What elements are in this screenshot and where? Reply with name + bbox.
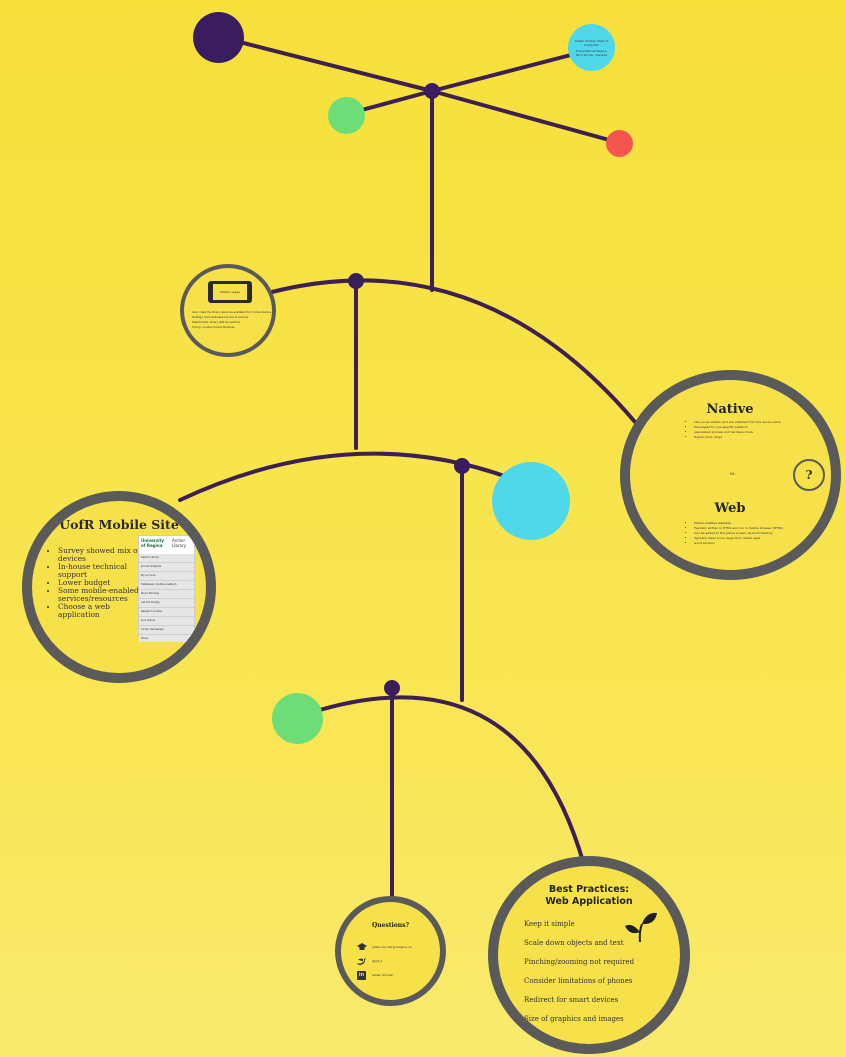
contact-list: gillian.sinclair@uregina.ca @gill_s in G… xyxy=(357,940,433,982)
web-item: Typically lower price range than native … xyxy=(694,536,812,541)
screenshot-menu-item: Room Booking xyxy=(139,590,194,599)
best-practice-item: Keep it simple xyxy=(524,920,575,928)
contact-row: gillian.sinclair@uregina.ca xyxy=(357,940,433,954)
dark-purple-dot[interactable] xyxy=(193,12,244,63)
green-dot-bottom[interactable] xyxy=(272,693,323,744)
screenshot-menu-item: Search Library xyxy=(139,554,194,563)
contact-row: in Gillian Sinclair xyxy=(357,968,433,982)
phone-frame[interactable]: Mobile usage Goal: make the library reso… xyxy=(180,264,276,357)
best-practice-item: Consider limitations of phones xyxy=(524,977,633,985)
question-badge: ? xyxy=(793,459,825,491)
best-practice-item: Scale down objects and text xyxy=(524,939,624,947)
note-line: Timing: consider project timelines xyxy=(192,326,235,329)
title-circle[interactable]: Gillian Sinclair Dept of Computer Presen… xyxy=(568,24,615,71)
native-vs-web-frame[interactable]: Native Like an Iso-station and are insta… xyxy=(620,370,841,580)
mobile-site-screenshot: University of Regina Archer Library Sear… xyxy=(138,535,195,642)
contact-email[interactable]: gillian.sinclair@uregina.ca xyxy=(372,945,412,949)
title-line-1: Gillian Sinclair Dept of Computer xyxy=(574,38,609,47)
screenshot-header: University of Regina Archer Library xyxy=(139,536,194,554)
graduation-cap-icon xyxy=(357,943,367,950)
junction-node xyxy=(384,680,400,696)
native-title: Native xyxy=(706,402,754,417)
uofr-title: UofR Mobile Site xyxy=(59,517,179,532)
twitter-icon xyxy=(357,958,366,965)
phone-image: Mobile usage xyxy=(208,281,252,303)
best-practices-title-line-2: Web Application xyxy=(545,896,633,907)
contact-twitter[interactable]: @gill_s xyxy=(372,959,383,963)
uofr-list: Survey showed mix of devices In-house te… xyxy=(46,547,150,619)
native-item: specialized process and hardware tools xyxy=(694,430,804,435)
screenshot-menu-item: Live Online xyxy=(139,617,194,626)
best-practice-item: Redirect for smart devices xyxy=(524,996,619,1004)
uofr-mobile-site-frame[interactable]: UofR Mobile Site Survey showed mix of de… xyxy=(22,491,216,683)
web-item: Can be added to the phone screen via boo… xyxy=(694,531,812,536)
uofr-item: Lower budget xyxy=(58,579,150,587)
best-practice-item: Size of graphics and images xyxy=(524,1015,624,1023)
screenshot-menu-item: Databases (mobile-enabled) xyxy=(139,581,194,590)
screenshot-menu-item: Journal Subjects xyxy=(139,563,194,572)
web-title: Web xyxy=(714,501,746,516)
questions-title: Questions? xyxy=(371,922,410,929)
screenshot-menu-item: My Account xyxy=(139,572,194,581)
screenshot-menu-item: Hours xyxy=(139,635,194,642)
screenshot-menu-item: Ask the Library xyxy=(139,599,194,608)
cyan-dot-large[interactable] xyxy=(492,462,570,540)
red-dot[interactable] xyxy=(606,130,633,157)
best-practices-list: Keep it simple Scale down objects and te… xyxy=(524,920,674,1034)
plant-icon xyxy=(625,912,657,942)
junction-node xyxy=(454,458,470,474)
native-list: Like an Iso-station and are installed fr… xyxy=(682,420,804,440)
web-item: Good solution xyxy=(694,541,812,546)
native-item: Higher price range xyxy=(694,435,804,440)
best-practices-frame[interactable]: Best Practices: Web Application Keep it … xyxy=(488,856,690,1054)
web-item: Mobile-enabled websites xyxy=(694,521,812,526)
junction-node xyxy=(424,83,440,99)
phone-notes: Goal: make the library resources availab… xyxy=(192,310,272,330)
green-dot-top[interactable] xyxy=(328,97,365,134)
note-line: Strategy: build web-based access to serv… xyxy=(192,316,249,319)
contact-row: @gill_s xyxy=(357,954,433,968)
best-practices-title-line-1: Best Practices: xyxy=(548,884,630,895)
best-practice-item: Pinching/zooming not required xyxy=(524,958,635,966)
uofr-item: Choose a web application xyxy=(58,603,150,619)
contact-linkedin[interactable]: Gillian Sinclair xyxy=(372,973,394,977)
uofr-item: In-house technical support xyxy=(58,563,150,579)
university-logo: University of Regina xyxy=(141,538,165,548)
web-list: Mobile-enabled websites Typically writte… xyxy=(682,521,812,546)
screenshot-menu-item: Archer Homepage xyxy=(139,626,194,635)
best-practices-title: Best Practices: Web Application xyxy=(498,884,680,908)
title-line-2: Presented at Regina Tech Dinner, Canada xyxy=(575,48,608,57)
library-logo: Archer Library xyxy=(172,538,186,548)
vs-label: vs. xyxy=(730,471,736,476)
native-item: Like an Iso-station and are installed fr… xyxy=(694,420,804,425)
junction-node xyxy=(348,273,364,289)
question-mark-icon: ? xyxy=(805,468,813,482)
note-line: Stakeholders: library staff and patrons xyxy=(192,321,241,324)
native-item: Developed for one specific platform xyxy=(694,425,804,430)
web-item: Typically written in HTML and run in mob… xyxy=(694,526,812,531)
screenshot-menu: Search Library Journal Subjects My Accou… xyxy=(139,554,194,642)
uofr-item: Some mobile-enabled services/resources xyxy=(58,587,150,603)
linkedin-icon: in xyxy=(357,970,366,980)
screenshot-menu-item: Research Guides xyxy=(139,608,194,617)
note-line: Goal: make the library resources availab… xyxy=(192,311,272,314)
uofr-item: Survey showed mix of devices xyxy=(58,547,150,563)
questions-frame[interactable]: Questions? gillian.sinclair@uregina.ca @… xyxy=(335,896,446,1006)
phone-caption: Mobile usage xyxy=(220,290,240,294)
